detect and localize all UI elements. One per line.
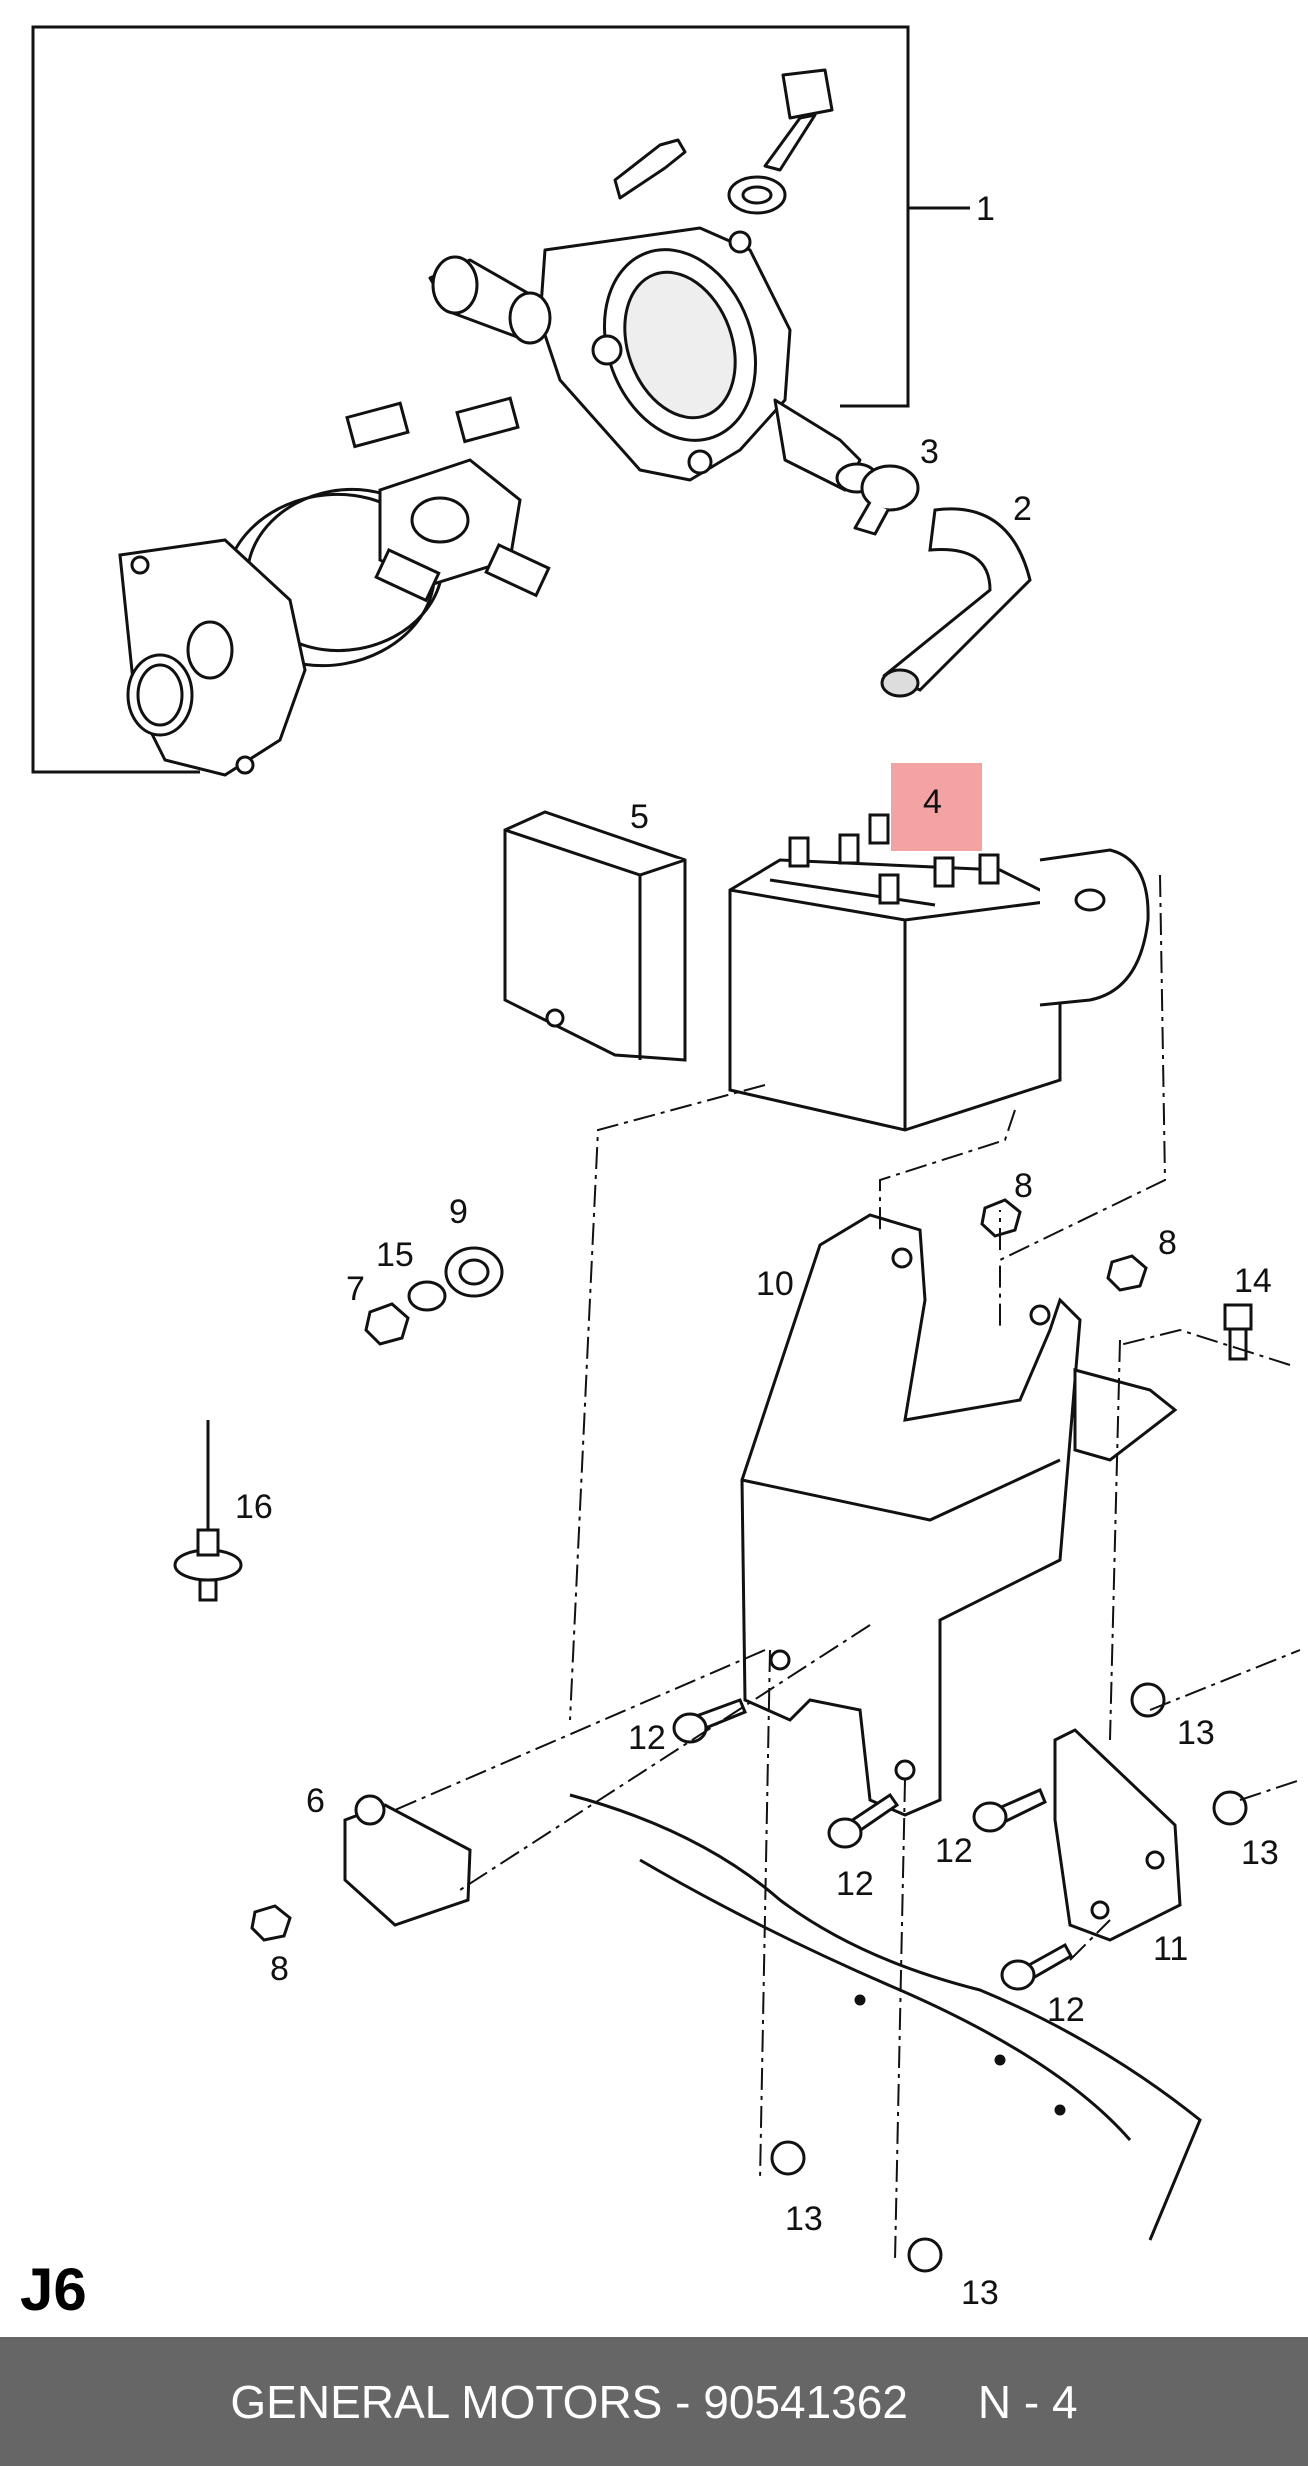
callout-2: 2: [1013, 490, 1032, 528]
rotor-cover-drawing: [118, 396, 551, 777]
footer-bar: GENERAL MOTORS - 90541362 N - 4: [0, 2337, 1308, 2466]
callout-7: 7: [346, 1270, 365, 1308]
callout-12-lower: 12: [1047, 1991, 1085, 2029]
callout-12-left: 12: [628, 1719, 666, 1757]
callout-10: 10: [756, 1265, 794, 1303]
group-1-frame: [31, 25, 970, 774]
chassis-outline: [569, 1793, 1202, 2241]
callout-11: 11: [1153, 1930, 1188, 1968]
footer-brand: GENERAL MOTORS: [230, 2375, 663, 2428]
callout-14: 14: [1234, 1262, 1272, 1300]
callout-1: 1: [976, 190, 995, 228]
callout-8-lower: 8: [270, 1950, 289, 1988]
section-code: J6: [20, 2256, 87, 2323]
callout-15: 15: [376, 1236, 414, 1274]
callout-13-bottom-right: 13: [961, 2274, 999, 2312]
callout-8-right: 8: [1158, 1224, 1177, 1262]
callout-labels: 1 2 3 4 5 6 7 8 8 8 9 10 11 12 12 12 12 …: [235, 190, 1279, 2312]
mount-6-drawing: [343, 1794, 472, 1927]
callout-3: 3: [920, 433, 939, 471]
callout-9: 9: [449, 1193, 468, 1231]
callout-5: 5: [630, 798, 649, 836]
hose-drawing: [880, 507, 1032, 698]
callout-16: 16: [235, 1488, 273, 1526]
callout-12-center: 12: [836, 1865, 874, 1903]
footer-separator: -: [675, 2375, 691, 2428]
callout-13-right: 13: [1241, 1834, 1279, 1872]
port-fittings: [788, 813, 1000, 905]
footer-part-number: 90541362: [703, 2375, 908, 2428]
bracket-10-drawing: [740, 1213, 1178, 1817]
callout-13-upper: 13: [1177, 1714, 1215, 1752]
bracket-11-drawing: [1053, 1728, 1182, 1942]
callout-6: 6: [306, 1782, 325, 1820]
assembly-lines: [394, 874, 1301, 2261]
exploded-parts-diagram: 1 2 3 4 5 6 7 8 8 8 9 10 11 12 12 12 12 …: [20, 25, 1301, 2323]
callout-12-right: 12: [935, 1832, 973, 1870]
callout-13-bottom-left: 13: [785, 2200, 823, 2238]
callout-4: 4: [923, 783, 942, 821]
pump-housing-drawing: [428, 68, 920, 536]
callout-4-highlight: [891, 763, 982, 851]
fasteners-drawing: [173, 1198, 1253, 2273]
module-5-drawing: [503, 810, 687, 1062]
hydraulic-unit-drawing: [728, 813, 1150, 1132]
footer-page: N - 4: [977, 2375, 1078, 2428]
callout-8-upper: 8: [1014, 1167, 1033, 1205]
